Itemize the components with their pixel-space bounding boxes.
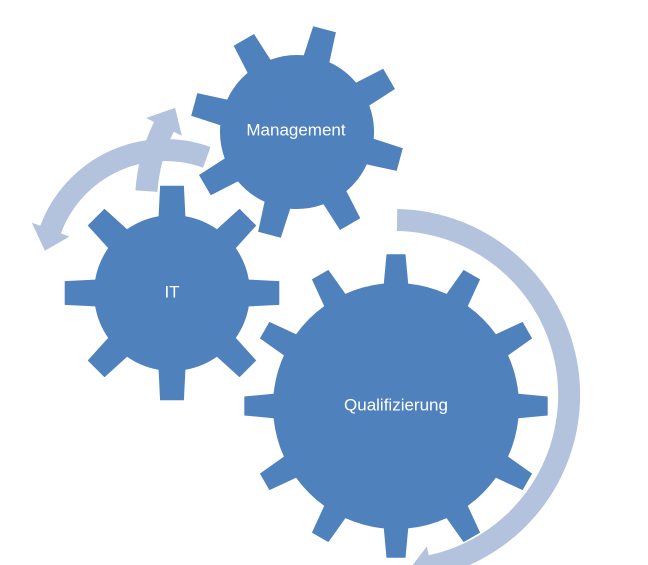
gear-it-icon xyxy=(64,185,280,401)
gear-qualifizierung-icon xyxy=(244,254,548,558)
gear-it-label: IT xyxy=(164,282,179,301)
cycle-arrows xyxy=(31,107,581,565)
arrow-management-to-it-icon xyxy=(31,138,211,251)
gear-management: Management xyxy=(191,26,403,238)
arrow-management-to-qualifizierung-icon xyxy=(396,209,581,565)
gear-qualifizierung: Qualifizierung xyxy=(244,254,548,558)
gear-it: IT xyxy=(64,185,280,401)
gear-management-icon xyxy=(191,26,403,238)
gear-qualifizierung-label: Qualifizierung xyxy=(344,395,448,414)
gear-management-label: Management xyxy=(246,120,346,139)
